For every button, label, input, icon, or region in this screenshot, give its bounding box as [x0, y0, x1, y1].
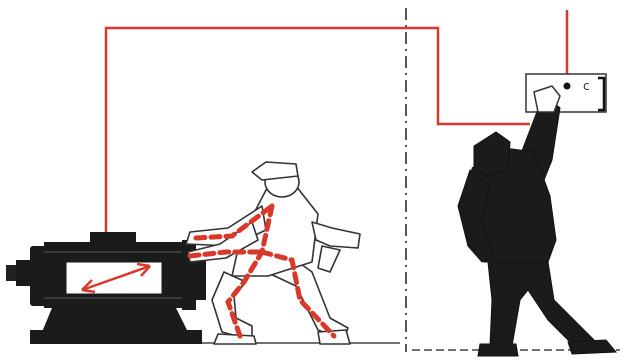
worker-at-switch-icon [458, 86, 616, 356]
switch-letter: c [583, 79, 590, 93]
electric-motor-icon [6, 232, 206, 344]
switch-terminal [564, 83, 571, 90]
